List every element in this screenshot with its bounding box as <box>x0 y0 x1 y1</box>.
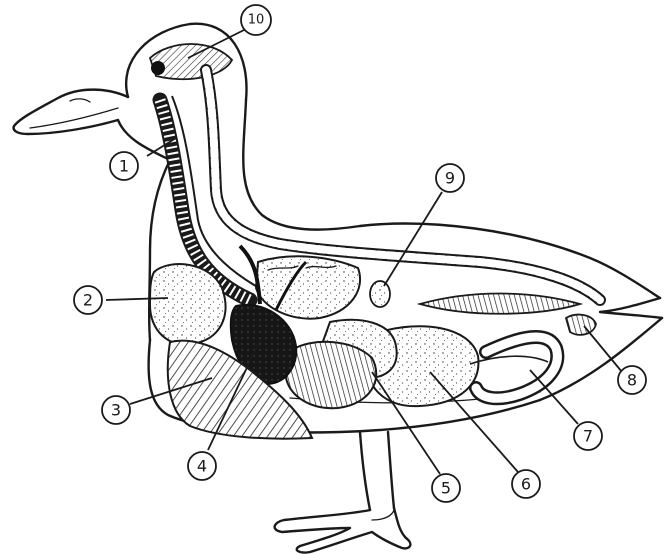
callout-5-label: 5 <box>441 479 451 498</box>
callout-3-label: 3 <box>111 401 121 420</box>
neck-back <box>243 100 360 230</box>
callout-6: 6 <box>512 470 540 498</box>
callout-1: 1 <box>110 152 138 180</box>
internal-organs <box>150 44 600 439</box>
leg <box>275 432 411 553</box>
callout-3: 3 <box>102 396 130 424</box>
beak-mouth-line <box>30 108 118 128</box>
cloaca <box>566 315 596 335</box>
callout-4-label: 4 <box>197 457 207 476</box>
crop <box>150 264 225 345</box>
callout-8: 8 <box>618 366 646 394</box>
tail-tip <box>600 298 662 318</box>
gonad <box>370 281 390 307</box>
callout-5: 5 <box>432 474 460 502</box>
callout-6-label: 6 <box>521 475 531 494</box>
callout-9-label: 9 <box>445 169 455 188</box>
leader-9 <box>384 192 442 286</box>
callout-7-label: 7 <box>583 427 593 446</box>
callout-2-label: 2 <box>83 291 93 310</box>
callout-8-label: 8 <box>627 371 637 390</box>
callout-4: 4 <box>188 452 216 480</box>
brain <box>150 44 232 79</box>
liver <box>286 342 376 408</box>
callout-10: 10 <box>241 5 271 35</box>
callout-10-label: 10 <box>248 13 265 28</box>
kidney <box>420 294 580 314</box>
callout-7: 7 <box>574 422 602 450</box>
lung <box>256 256 360 318</box>
callout-9: 9 <box>436 164 464 192</box>
callout-2: 2 <box>74 286 102 314</box>
leg-shank <box>360 432 394 510</box>
callout-1-label: 1 <box>119 157 129 176</box>
eye <box>151 61 165 75</box>
beak-nostril <box>70 99 90 102</box>
